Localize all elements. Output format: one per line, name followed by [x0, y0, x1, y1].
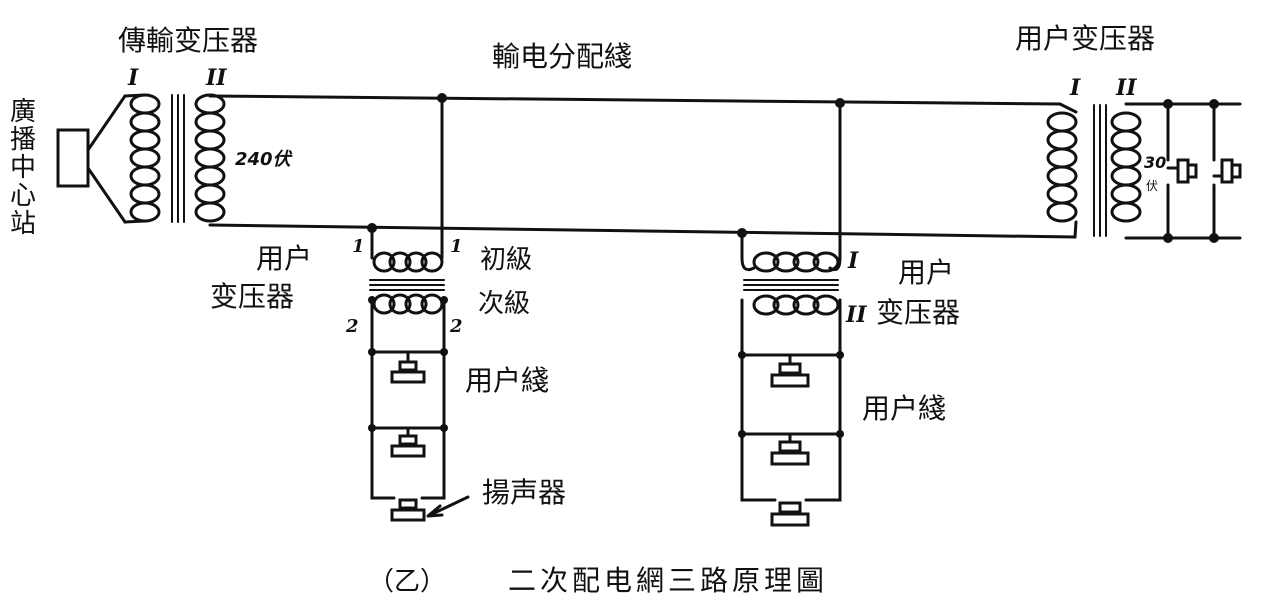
- left-user-transformer-primary: [372, 251, 444, 273]
- left-speaker-2: [390, 426, 426, 458]
- winding-mark-I-left: I: [127, 65, 139, 91]
- winding-mark-II-right: II: [1115, 75, 1137, 101]
- transmission-transformer-label: 傳輸变压器: [118, 24, 258, 57]
- user-transformer-top-label: 用户变压器: [1015, 22, 1155, 55]
- svg-text:心: 心: [10, 181, 36, 211]
- left-mark-1a: 1: [352, 236, 365, 257]
- transmission-secondary-coil: [194, 93, 226, 223]
- secondary-label: 次級: [478, 289, 530, 319]
- mid-speaker-2: [770, 432, 810, 466]
- right-user-transformer-secondary: [1110, 111, 1142, 223]
- left-transformer-core: [369, 279, 445, 291]
- right-user-transformer-primary: [1046, 111, 1078, 223]
- mid-mark-II: II: [845, 302, 867, 328]
- svg-text:中: 中: [10, 153, 36, 183]
- distribution-line-top: [208, 94, 1062, 106]
- left-user-line: [370, 298, 446, 500]
- left-user-transformer-label-2: 变压器: [210, 280, 294, 313]
- transmission-core: [171, 94, 185, 223]
- mid-user-line: [740, 298, 842, 502]
- transmission-primary-coil: [129, 93, 161, 223]
- left-mark-2a: 2: [345, 316, 359, 337]
- primary-label: 初級: [480, 245, 532, 275]
- speaker-pointer-arrow: [426, 495, 470, 518]
- winding-mark-I-right: I: [1069, 75, 1081, 101]
- left-user-transformer-label-1: 用户: [256, 242, 312, 275]
- figure-caption: 二次配电網三路原理圖: [508, 564, 828, 597]
- voltage-30-number: 30: [1144, 153, 1166, 172]
- mid-user-transformer-primary: [752, 251, 840, 273]
- svg-text:廣: 廣: [10, 97, 36, 127]
- right-speaker-1b: [1186, 163, 1198, 179]
- left-user-transformer-secondary: [372, 293, 444, 315]
- right-speaker-2b: [1230, 163, 1242, 179]
- station-feed-lines: [86, 94, 127, 224]
- distribution-line-label: 輸电分配綫: [492, 40, 632, 73]
- station-label: 廣 播 中 心 站: [10, 97, 36, 239]
- left-user-line-label: 用户綫: [465, 364, 549, 397]
- winding-mark-II-left: II: [205, 65, 227, 91]
- left-speaker-1: [390, 350, 426, 384]
- left-mark-1b: 1: [450, 236, 463, 257]
- mid-user-transformer-secondary: [752, 294, 840, 316]
- mid-speaker-3: [770, 501, 810, 527]
- mid-user-line-label: 用户綫: [862, 392, 946, 425]
- caption-prefix: （乙）: [368, 567, 446, 597]
- right-transformer-core: [1093, 104, 1107, 237]
- mid-speaker-1: [770, 353, 810, 388]
- mid-transformer-core: [743, 279, 839, 291]
- svg-text:站: 站: [10, 209, 36, 239]
- voltage-240-label: 240伏: [235, 149, 293, 170]
- distribution-line-bottom: [208, 223, 1077, 239]
- left-speaker-3: [390, 498, 426, 522]
- left-mark-2b: 2: [449, 316, 463, 337]
- voltage-30-unit: 伏: [1146, 179, 1158, 193]
- broadcast-station-box: [56, 128, 90, 188]
- mid-user-transformer-label-1: 用户: [898, 256, 954, 289]
- mid-mark-I: I: [847, 248, 859, 274]
- junction-dots: [367, 93, 1219, 438]
- mid-user-transformer-label-2: 变压器: [876, 296, 960, 329]
- svg-text:播: 播: [10, 125, 36, 155]
- speaker-label: 揚声器: [482, 476, 566, 509]
